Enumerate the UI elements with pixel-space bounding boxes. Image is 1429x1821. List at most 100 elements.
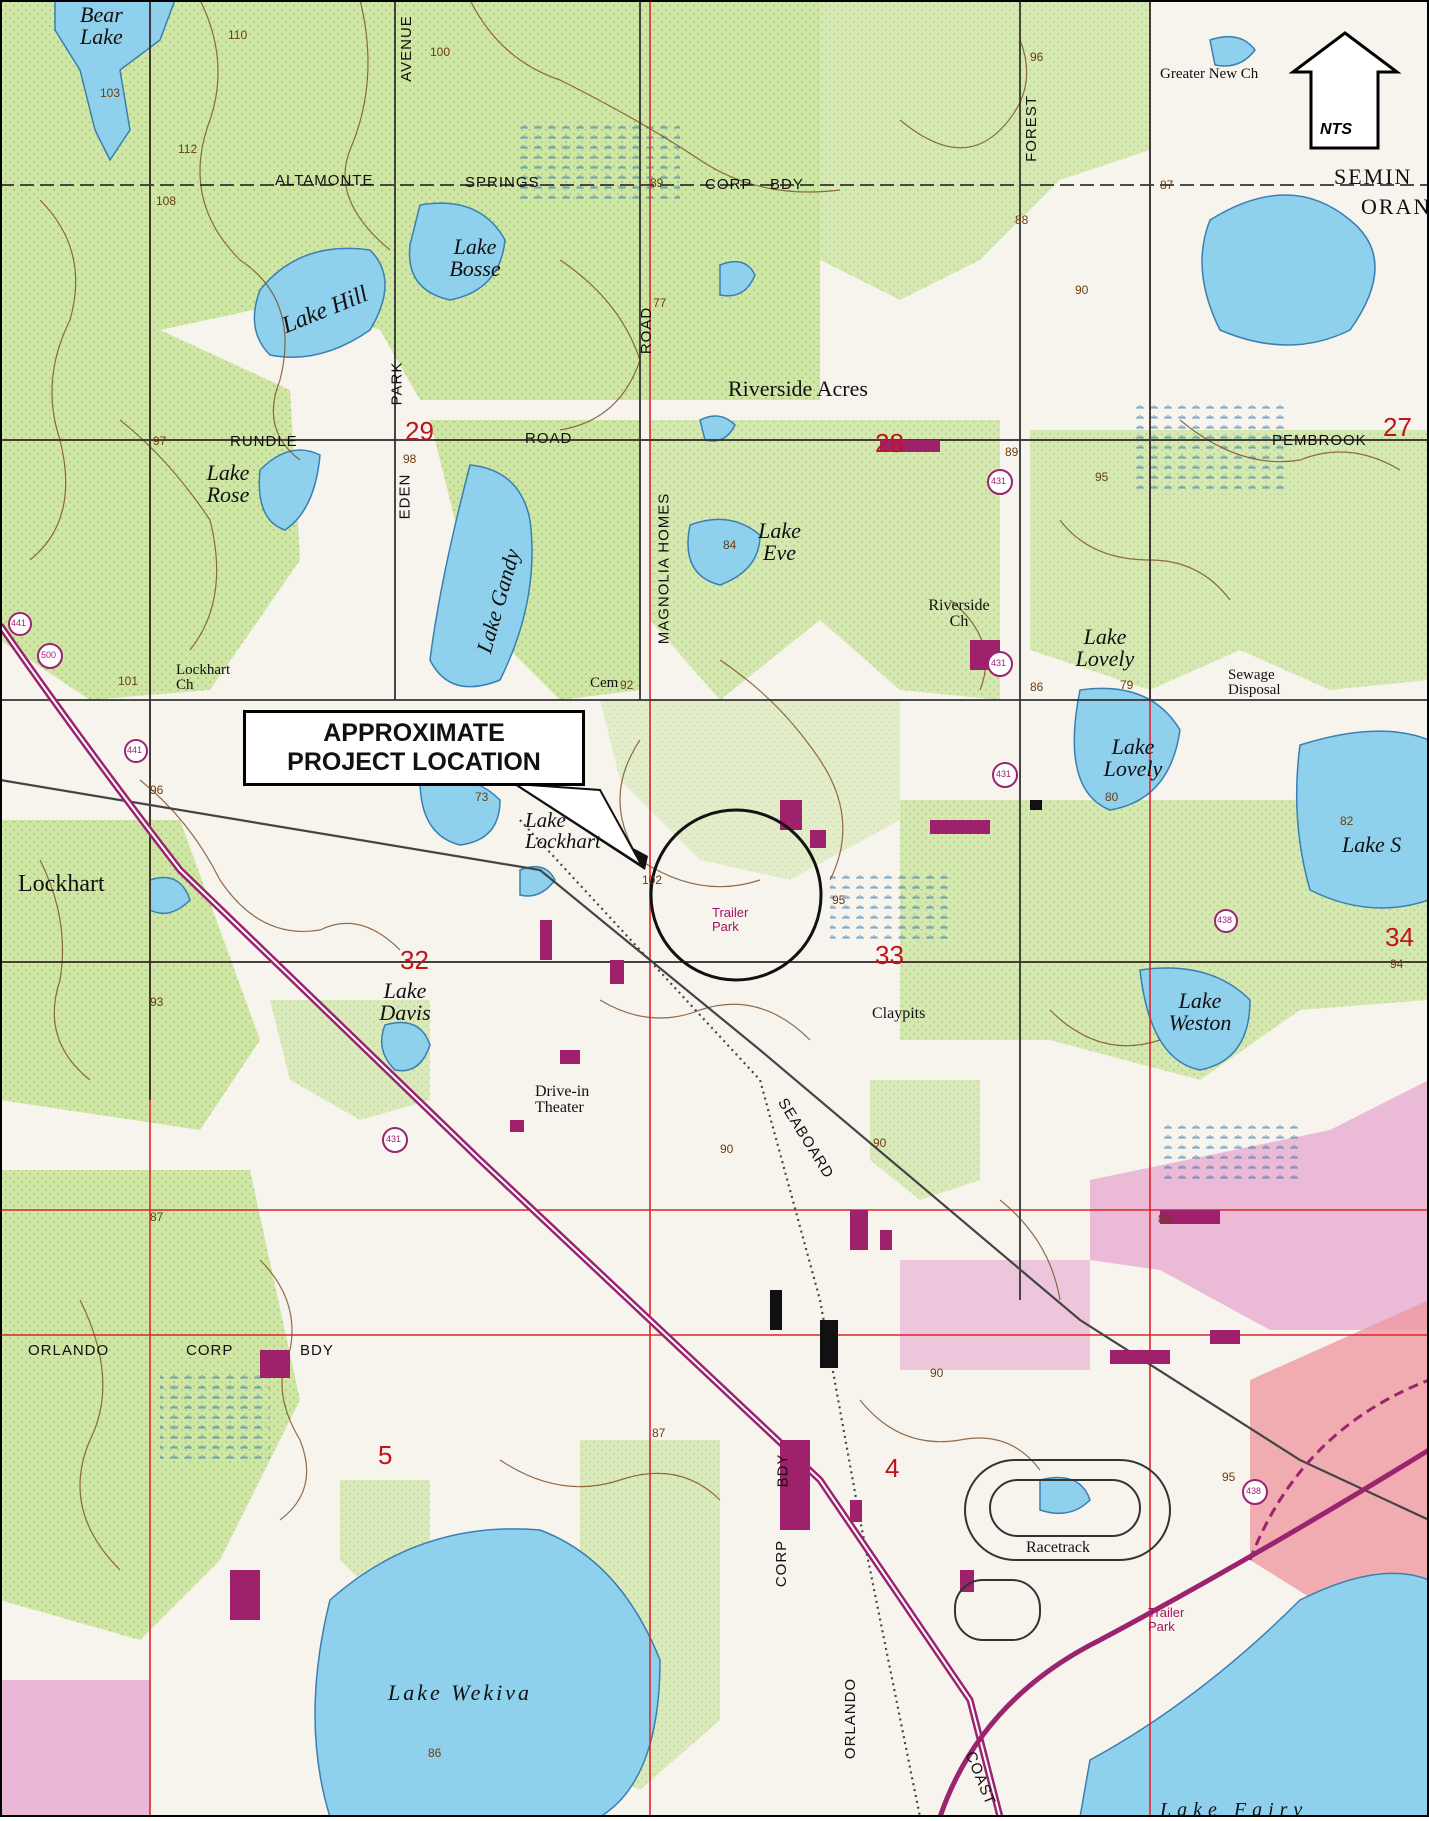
north-arrow-icon [1288,31,1402,150]
pond-1 [719,260,756,297]
place-lockhart-ch: Lockhart Ch [176,662,231,693]
highway-441-shield-b: 441 [127,745,143,755]
elevation-90-theater: 90 [720,1142,734,1156]
elevation-103: 103 [100,86,121,100]
callout-leader-fill [514,783,643,867]
elevation-95-south: 95 [1222,1470,1236,1484]
section-34: 34 [1385,922,1414,952]
road-pembrook: PEMBROOK [1272,432,1367,449]
elevation-79: 79 [1120,678,1134,692]
elevation-94: 94 [1390,957,1404,971]
place-riverside-ch: Riverside Ch [928,597,990,630]
elevation-97: 97 [153,434,167,448]
marsh-areas [160,120,1300,1460]
highway-438 [937,1447,1429,1817]
place-lake-lockhart: Lake Lockhart [525,808,601,853]
highway-500-shield: 500 [41,650,57,660]
place-racetrack: Racetrack [1026,1539,1090,1556]
road-magnolia-homes: MAGNOLIA HOMES [655,492,673,645]
urban-area-pink-sw [0,1680,150,1817]
road-avenue: AVENUE [397,15,415,82]
elevation-95-mid: 95 [1095,470,1109,484]
pond-3 [1209,35,1256,67]
elevation-77: 77 [653,296,667,310]
highway-shields [8,469,1268,1505]
elevation-80: 80 [1105,790,1119,804]
elevation-95-project: 95 [832,893,846,907]
place-lake-fairview: Lake Fairv [1160,1799,1309,1821]
urban-area-pink-mid [900,1260,1090,1370]
place-lake-rose: Lake Rose [206,460,250,507]
callout-line-2: PROJECT LOCATION [287,748,541,776]
road-springs: SPRINGS [465,174,540,191]
elevation-86-south: 86 [428,1746,442,1760]
lake-gandy-water [429,464,533,688]
north-arrow-label: NTS [1320,121,1352,138]
elevation-86: 86 [1030,680,1044,694]
place-oran: ORAN [1361,194,1429,219]
road-corp-north: CORP [705,176,753,193]
elevation-93: 93 [150,995,164,1009]
lake-lovely-water [1073,687,1181,811]
section-32: 32 [400,945,429,975]
elevation-110: 110 [228,28,248,42]
elevation-90-south: 90 [930,1366,944,1380]
lake-hill-water [253,247,386,358]
section-33: 33 [875,940,904,970]
elevation-101: 101 [118,674,139,688]
elevation-87-south: 87 [652,1426,666,1440]
elevation-90-ne: 90 [1075,283,1089,297]
industrial-buildings [770,800,1042,1368]
highway-438-shield-a: 438 [1217,915,1233,925]
lake-fairview-water [1079,1572,1429,1817]
road-altamonte: ALTAMONTE [275,172,374,189]
place-sewage-disposal: Sewage Disposal [1228,667,1281,698]
elevation-96-ne: 96 [1030,50,1044,64]
road-orlando-vertical: ORLANDO [842,1677,860,1760]
road-corp-vertical: CORP [773,1539,791,1588]
highway-438-shield-b: 438 [1246,1486,1262,1496]
lake-davis-water [380,1021,431,1072]
elevation-82: 82 [1340,814,1354,828]
elevation-88-ne: 88 [1015,213,1029,227]
project-location-callout: APPROXIMATE PROJECT LOCATION [243,710,585,786]
elevation-87-ne: 87 [1160,178,1174,192]
racetrack [954,1459,1171,1641]
water-bodies [54,0,1429,1817]
elevation-90-east: 90 [873,1136,887,1150]
buildings [230,440,1240,1620]
place-semin: SEMIN [1334,164,1413,189]
section-27: 27 [1383,412,1412,442]
road-corp-west: CORP [186,1342,234,1359]
place-trailer-park-south: Trailer Park [1148,1605,1185,1634]
elevation-92: 92 [620,678,634,692]
section-28: 28 [875,428,904,458]
elevation-89-north: 89 [650,176,664,190]
section-29: 29 [405,416,434,446]
place-drive-in-theater: Drive-in Theater [535,1083,590,1116]
road-park: PARK [388,361,406,406]
elevation-100-north: 100 [430,45,451,59]
elevation-73: 73 [475,790,489,804]
place-lake-lovely-north: Lake Lovely [1075,624,1135,671]
project-location-circle [649,808,823,982]
highway-441-shield-a: 441 [11,618,27,628]
place-cemetery: Cem [590,675,619,691]
elevation-102: 102 [642,873,663,887]
elevation-87-west: 87 [150,1210,164,1224]
elevation-89-mid: 89 [1005,445,1019,459]
lake-s-water [1295,730,1429,909]
place-lake-davis: Lake Davis [379,978,431,1025]
road-road-rundle: ROAD [525,430,573,447]
place-lake-lovely: Lake Lovely [1103,734,1163,781]
elevation-84: 84 [723,538,737,552]
elevation-98: 98 [403,452,417,466]
elevation-96-west: 96 [150,783,164,797]
road-bdy-north: BDY [770,176,804,193]
road-eden: EDEN [396,473,414,520]
lake-weston-water [1139,967,1251,1071]
bear-lake-water [54,0,176,162]
highway-431-shield-a: 431 [991,476,1007,486]
urban-area-pink [1090,1080,1429,1330]
